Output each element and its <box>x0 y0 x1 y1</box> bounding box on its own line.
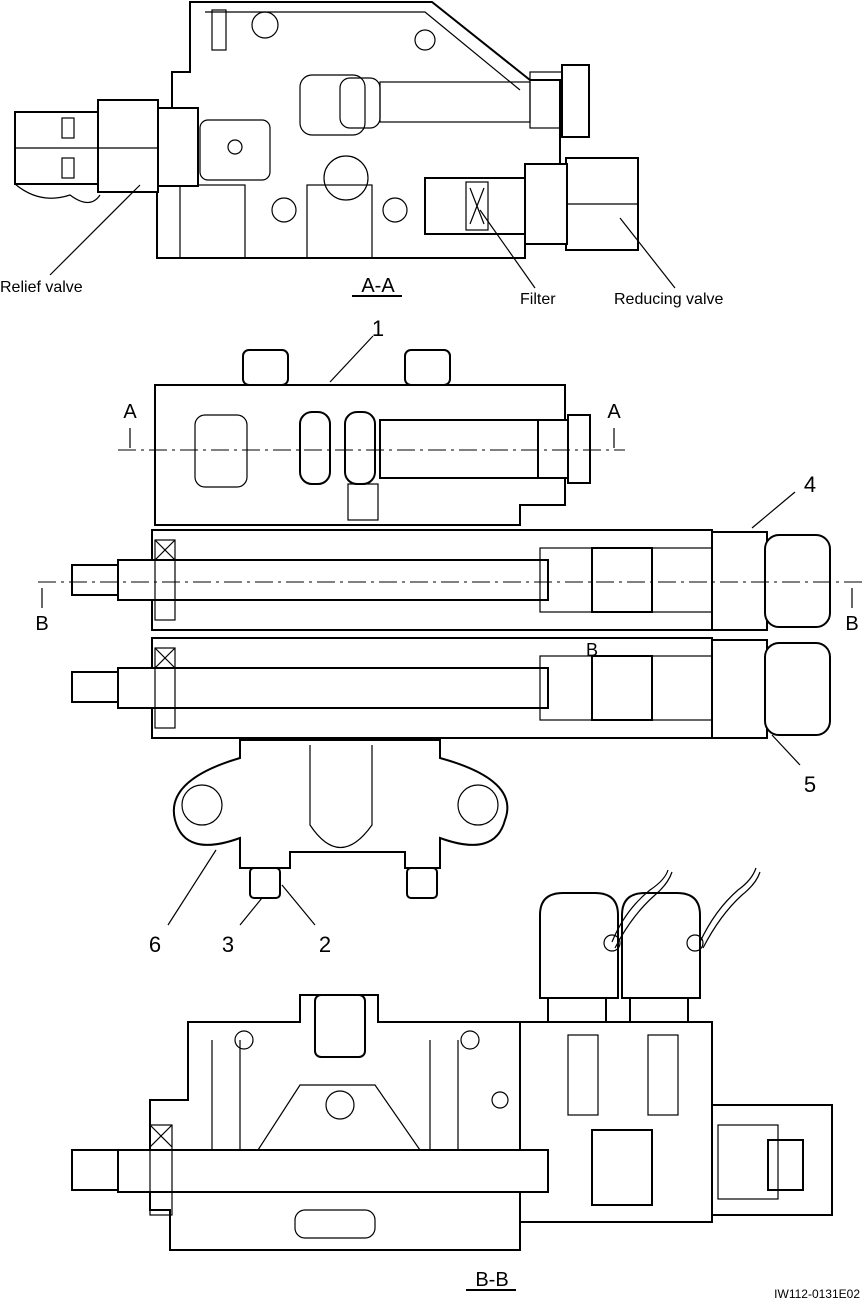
callout-reducing-valve: Reducing valve <box>614 291 724 308</box>
section-aa-title: A-A <box>361 275 395 297</box>
callout-filter: Filter <box>520 291 556 308</box>
section-mark-b-left: B <box>35 613 48 635</box>
part-number-2: 2 <box>319 932 331 957</box>
section-aa-view: A-A Relief valve Filter Reducing valve <box>0 0 724 308</box>
section-bb-title: B-B <box>475 1269 508 1291</box>
part-number-3: 3 <box>222 932 234 957</box>
callout-relief-valve: Relief valve <box>0 279 83 296</box>
part-number-6: 6 <box>149 932 161 957</box>
main-view: A A B B B <box>35 316 862 957</box>
part-number-4: 4 <box>804 472 816 497</box>
section-mark-a-left: A <box>123 401 137 423</box>
part-number-5: 5 <box>804 772 816 797</box>
section-bb-view: B-B <box>71 867 833 1291</box>
section-mark-b-right: B <box>845 613 858 635</box>
part-number-1: 1 <box>372 316 384 341</box>
section-mark-b-mid: B <box>586 640 598 660</box>
section-mark-a-right: A <box>607 401 621 423</box>
drawing-id: IW112-0131E02 <box>774 1287 860 1301</box>
